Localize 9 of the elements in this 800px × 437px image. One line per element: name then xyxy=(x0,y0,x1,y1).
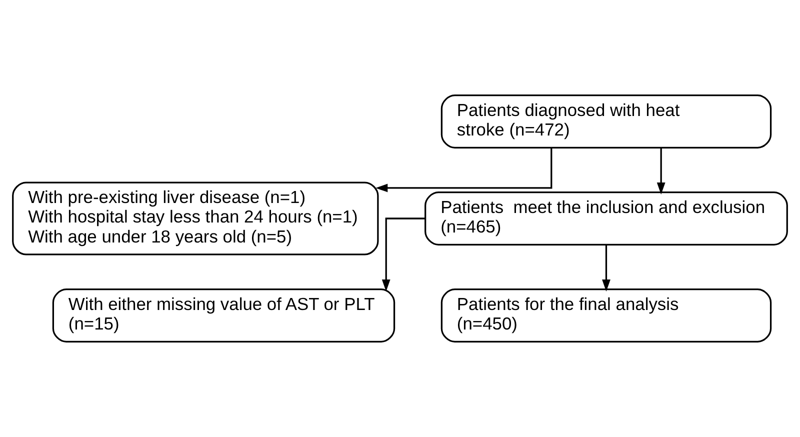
node-box: Patients meet the inclusion and exclusion (n=465) xyxy=(424,192,788,246)
node-box: With pre-existing liver disease (n=1) With hospital stay less than 24 hours (n=1) With age under 18 years old (n=5) xyxy=(12,182,379,256)
node-box: With either missing value of AST or PLT (n=15) xyxy=(52,288,396,342)
arrow xyxy=(602,245,610,292)
node-box: Patients diagnosed with heat stroke (n=472) xyxy=(440,94,772,148)
node-box: Patients for the final analysis (n=450) xyxy=(440,288,772,342)
arrow xyxy=(382,218,425,292)
arrow xyxy=(376,148,552,192)
arrow xyxy=(656,148,666,194)
